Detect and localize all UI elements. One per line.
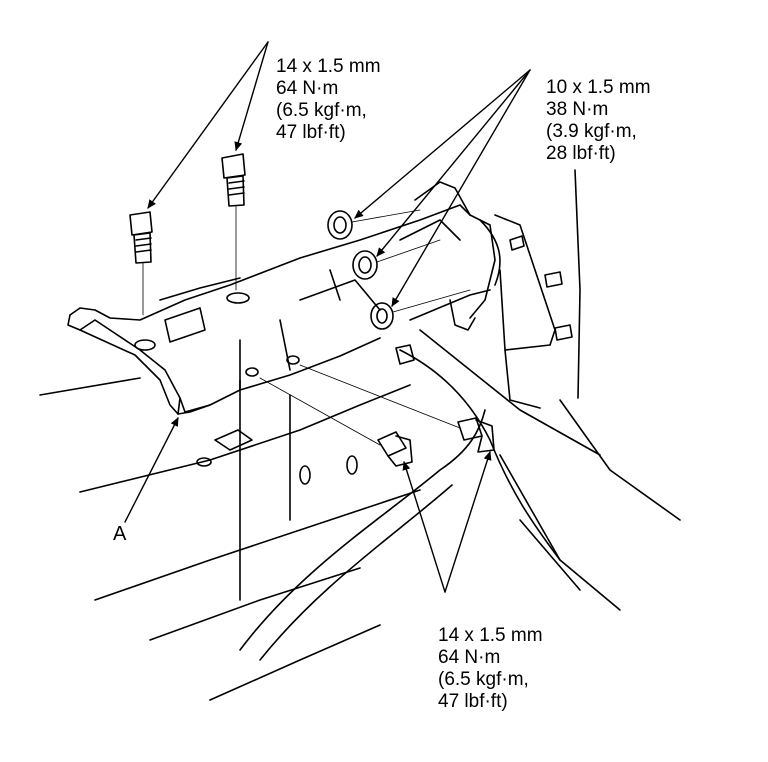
bolt-top-left-2 — [221, 153, 246, 291]
torque-kgfm-label: (3.9 kgf·m, — [546, 121, 637, 142]
bolt-size-label: 14 x 1.5 mm — [276, 56, 381, 77]
mount-bracket — [399, 181, 556, 409]
side-fasteners — [509, 169, 581, 399]
nut-right-3 — [370, 289, 471, 330]
chassis-outline — [39, 329, 681, 701]
nut-right-2 — [352, 239, 441, 280]
torque-callout-bottom: 14 x 1.5 mm 64 N·m (6.5 kgf·m, 47 lbf·ft… — [438, 625, 543, 713]
bolt-bottom-1 — [259, 377, 413, 467]
brake-cable — [399, 349, 561, 561]
bolt-size-label: 10 x 1.5 mm — [546, 77, 651, 98]
torque-kgfm-label: (6.5 kgf·m, — [438, 669, 529, 690]
stiffener-bracket-a — [67, 204, 471, 415]
torque-kgfm-label: (6.5 kgf·m, — [276, 100, 367, 121]
torque-nm-label: 64 N·m — [438, 647, 501, 668]
bolt-size-label: 14 x 1.5 mm — [438, 625, 543, 646]
torque-callout-top-right: 10 x 1.5 mm 38 N·m (3.9 kgf·m, 28 lbf·ft… — [546, 77, 651, 165]
cable-clip — [395, 344, 415, 365]
bolt-top-left-1 — [129, 211, 153, 316]
torque-lbfft-label: 47 lbf·ft) — [276, 122, 346, 143]
nut-right-1 — [327, 209, 421, 240]
torque-lbfft-label: 47 lbf·ft) — [438, 691, 508, 712]
bolt-bottom-2 — [299, 364, 495, 453]
torque-lbfft-label: 28 lbf·ft) — [546, 143, 616, 164]
part-label-a: A — [113, 523, 127, 545]
torque-callout-top-left: 14 x 1.5 mm 64 N·m (6.5 kgf·m, 47 lbf·ft… — [276, 56, 381, 144]
torque-nm-label: 38 N·m — [546, 99, 609, 120]
torque-nm-label: 64 N·m — [276, 78, 339, 99]
leader-arrows — [124, 41, 531, 593]
